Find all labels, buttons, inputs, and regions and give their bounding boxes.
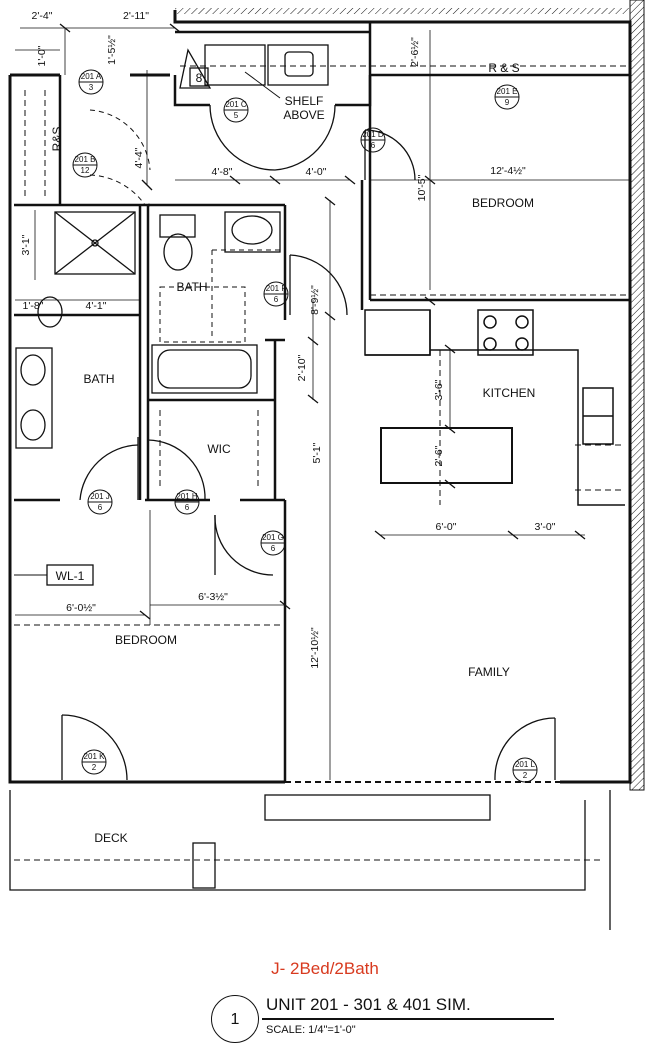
dim-4-4: 4'-4" <box>133 147 145 168</box>
door-tag-j: 201 J 6 <box>87 489 113 515</box>
scale-note: SCALE: 1/4"=1'-0" <box>266 1024 356 1036</box>
dimension-ticks <box>59 23 586 620</box>
svg-text:6: 6 <box>271 544 276 553</box>
svg-text:12: 12 <box>81 166 90 175</box>
dim-1-0: 1'-0" <box>36 45 48 66</box>
room-deck: DECK <box>94 831 127 845</box>
right-wall-hatch <box>629 0 645 791</box>
door-tag-b: 201 B 12 <box>72 152 98 178</box>
dim-6-3h: 6'-3½" <box>198 591 228 603</box>
svg-text:2: 2 <box>92 763 97 772</box>
room-wic: WIC <box>207 442 231 456</box>
kitchen-dashed <box>439 350 625 505</box>
svg-text:201 G: 201 G <box>262 533 284 542</box>
svg-text:201 C: 201 C <box>225 100 247 109</box>
room-bedroom-second: BEDROOM <box>115 633 177 647</box>
door-dashed-swing <box>89 109 151 206</box>
svg-text:2: 2 <box>523 771 528 780</box>
room-kitchen: KITCHEN <box>483 386 536 400</box>
dim-4-1: 4'-1" <box>86 300 107 312</box>
room-family: FAMILY <box>468 665 510 679</box>
door-tag-l: 201 L 2 <box>512 757 538 783</box>
deck <box>9 790 611 930</box>
room-bath-hall: BATH <box>176 280 207 294</box>
interior-walls <box>14 22 630 782</box>
dim-4-0: 4'-0" <box>306 166 327 178</box>
door-tag-d: 201 D 6 <box>360 127 386 153</box>
top-wall-hatch <box>175 8 630 14</box>
svg-text:6: 6 <box>185 503 190 512</box>
dim-3-1: 3'-1" <box>20 234 32 255</box>
dim-12-10h: 12'-10½" <box>309 627 321 669</box>
svg-text:201 A: 201 A <box>81 72 102 81</box>
door-tag-f: 201 F 6 <box>263 281 289 307</box>
stair-triangle: 8 <box>179 48 212 89</box>
dim-12-4h: 12'-4½" <box>490 165 526 177</box>
dim-3-6: 3'-6" <box>433 379 445 400</box>
dim-1-8: 1'-8" <box>23 300 44 312</box>
svg-text:6: 6 <box>371 141 376 150</box>
stair-number: 8 <box>196 71 203 85</box>
r-and-s-top: R & S <box>488 61 519 75</box>
dimension-lines <box>15 27 630 780</box>
shelf-leader <box>244 71 281 99</box>
dim-2-4: 2'-4" <box>32 10 53 22</box>
svg-text:6: 6 <box>98 503 103 512</box>
svg-text:201 J: 201 J <box>90 492 110 501</box>
dim-2-10: 2'-10" <box>296 354 308 381</box>
svg-text:6: 6 <box>274 295 279 304</box>
door-swings <box>61 104 556 781</box>
dimension-labels: 2'-4" 2'-11" 1'-0" 1'-5½" 4'-4" 4'-8" 4'… <box>20 10 556 669</box>
dim-2-6h: 2'-6½" <box>409 37 421 67</box>
bath-fixtures <box>15 44 329 449</box>
door-tag-e: 201 E 9 <box>494 84 520 110</box>
shelf-label-1: SHELF <box>285 94 324 108</box>
dim-6-0h: 6'-0½" <box>66 602 96 614</box>
svg-text:9: 9 <box>505 98 510 107</box>
dim-10-5: 10'-5" <box>416 174 428 201</box>
svg-text:201 F: 201 F <box>266 284 287 293</box>
dim-4-8: 4'-8" <box>212 166 233 178</box>
door-tag-h: 201 H 6 <box>174 489 200 515</box>
door-tag-k: 201 K 2 <box>81 749 107 775</box>
r-and-s-left: R&S <box>50 127 64 152</box>
room-bedroom-main: BEDROOM <box>472 196 534 210</box>
bath-dashed <box>159 249 285 343</box>
svg-text:201 L: 201 L <box>515 760 536 769</box>
shelf-label-2: ABOVE <box>283 108 324 122</box>
dim-2-6: 2'-6" <box>433 445 445 466</box>
svg-text:201 D: 201 D <box>362 130 384 139</box>
dim-1-5h: 1'-5½" <box>106 35 118 65</box>
dim-8-9h: 8'-9½" <box>309 285 321 315</box>
door-tag-a: 201 A 3 <box>78 69 104 95</box>
plan-title: J- 2Bed/2Bath <box>271 959 379 978</box>
svg-text:201 B: 201 B <box>75 155 96 164</box>
dim-3-0: 3'-0" <box>535 521 556 533</box>
kitchen-counters <box>364 309 625 506</box>
svg-text:201 E: 201 E <box>497 87 518 96</box>
detail-number-bubble: 1 <box>211 995 259 1043</box>
door-tag-c: 201 C 5 <box>223 97 249 123</box>
closet-dashed <box>14 65 630 861</box>
dim-5-1: 5'-1" <box>311 442 323 463</box>
svg-text:5: 5 <box>234 111 239 120</box>
dim-2-11: 2'-11" <box>123 10 149 22</box>
svg-text:201 H: 201 H <box>176 492 198 501</box>
wl-box: WL-1 <box>46 564 94 586</box>
room-bath-master: BATH <box>83 372 114 386</box>
svg-text:3: 3 <box>89 83 94 92</box>
door-tag-g: 201 G 6 <box>260 530 286 556</box>
room-labels: BEDROOM BEDROOM BATH BATH WIC KITCHEN FA… <box>50 61 535 845</box>
door-tags: 201 A 3 201 B 12 201 C 5 201 D 6 201 E 9… <box>72 69 538 783</box>
unit-title: UNIT 201 - 301 & 401 SIM. <box>266 995 471 1014</box>
wl-label: WL-1 <box>56 569 85 583</box>
title-underline <box>262 1018 554 1020</box>
dim-6-0: 6'-0" <box>436 521 457 533</box>
svg-text:201 K: 201 K <box>84 752 106 761</box>
